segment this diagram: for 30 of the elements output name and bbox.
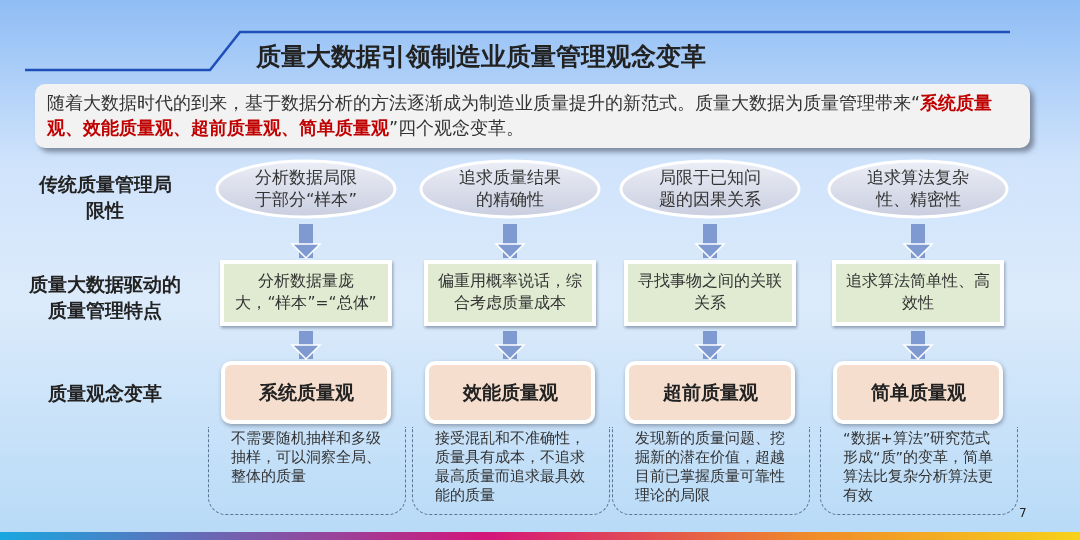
feature-box: 寻找事物之间的关联关系 — [624, 260, 796, 326]
concept-box: 超前质量观 — [625, 361, 795, 424]
page-number: 7 — [1019, 505, 1027, 522]
description-box: 不需要随机抽样和多级抽样，可以洞察全局、整体的质量 — [208, 427, 406, 515]
block-arrow — [903, 224, 933, 259]
concept-box: 简单质量观 — [833, 361, 1003, 424]
description-box: 发现新的质量问题、挖掘新的潜在价值，超越目前已掌握质量可靠性理论的局限 — [612, 427, 810, 515]
block-arrow — [291, 331, 321, 360]
block-arrow — [903, 331, 933, 360]
block-arrow — [695, 331, 725, 360]
concept-box: 效能质量观 — [425, 361, 595, 424]
block-arrow — [495, 331, 525, 360]
block-arrow — [291, 224, 321, 259]
description-box: “数据+算法”研究范式形成“质”的变革，简单算法比复杂分析算法更有效 — [820, 427, 1018, 515]
row-heading: 质量大数据驱动的质量管理特点 — [28, 273, 182, 323]
block-arrow — [495, 224, 525, 259]
feature-box: 分析数据量庞大，“样本”=“总体” — [220, 260, 392, 326]
limitation-ellipse: 分析数据局限于部分“样本” — [215, 159, 397, 219]
intro-panel: 随着大数据时代的到来，基于数据分析的方法逐渐成为制造业质量提升的新范式。质量大数据为质量管理带来“系统质量观、效能质量观、超前质量观、简单质量观”四个观念变革。 — [35, 84, 1030, 148]
limitation-ellipse: 追求质量结果的精确性 — [419, 159, 601, 219]
row-heading: 质量观念变革 — [47, 382, 163, 406]
description-box: 接受混乱和不准确性，质量具有成本，不追求最高质量而追求最具效能的质量 — [412, 427, 610, 515]
row-heading: 传统质量管理局限性 — [37, 173, 173, 223]
concept-box: 系统质量观 — [221, 361, 391, 424]
limitation-ellipse: 追求算法复杂性、精密性 — [827, 159, 1009, 219]
feature-box: 追求算法简单性、高效性 — [832, 260, 1004, 326]
block-arrow — [695, 224, 725, 259]
slide-title: 质量大数据引领制造业质量管理观念变革 — [256, 41, 706, 73]
feature-box: 偏重用概率说话，综合考虑质量成本 — [424, 260, 596, 326]
limitation-ellipse: 局限于已知问题的因果关系 — [619, 159, 801, 219]
